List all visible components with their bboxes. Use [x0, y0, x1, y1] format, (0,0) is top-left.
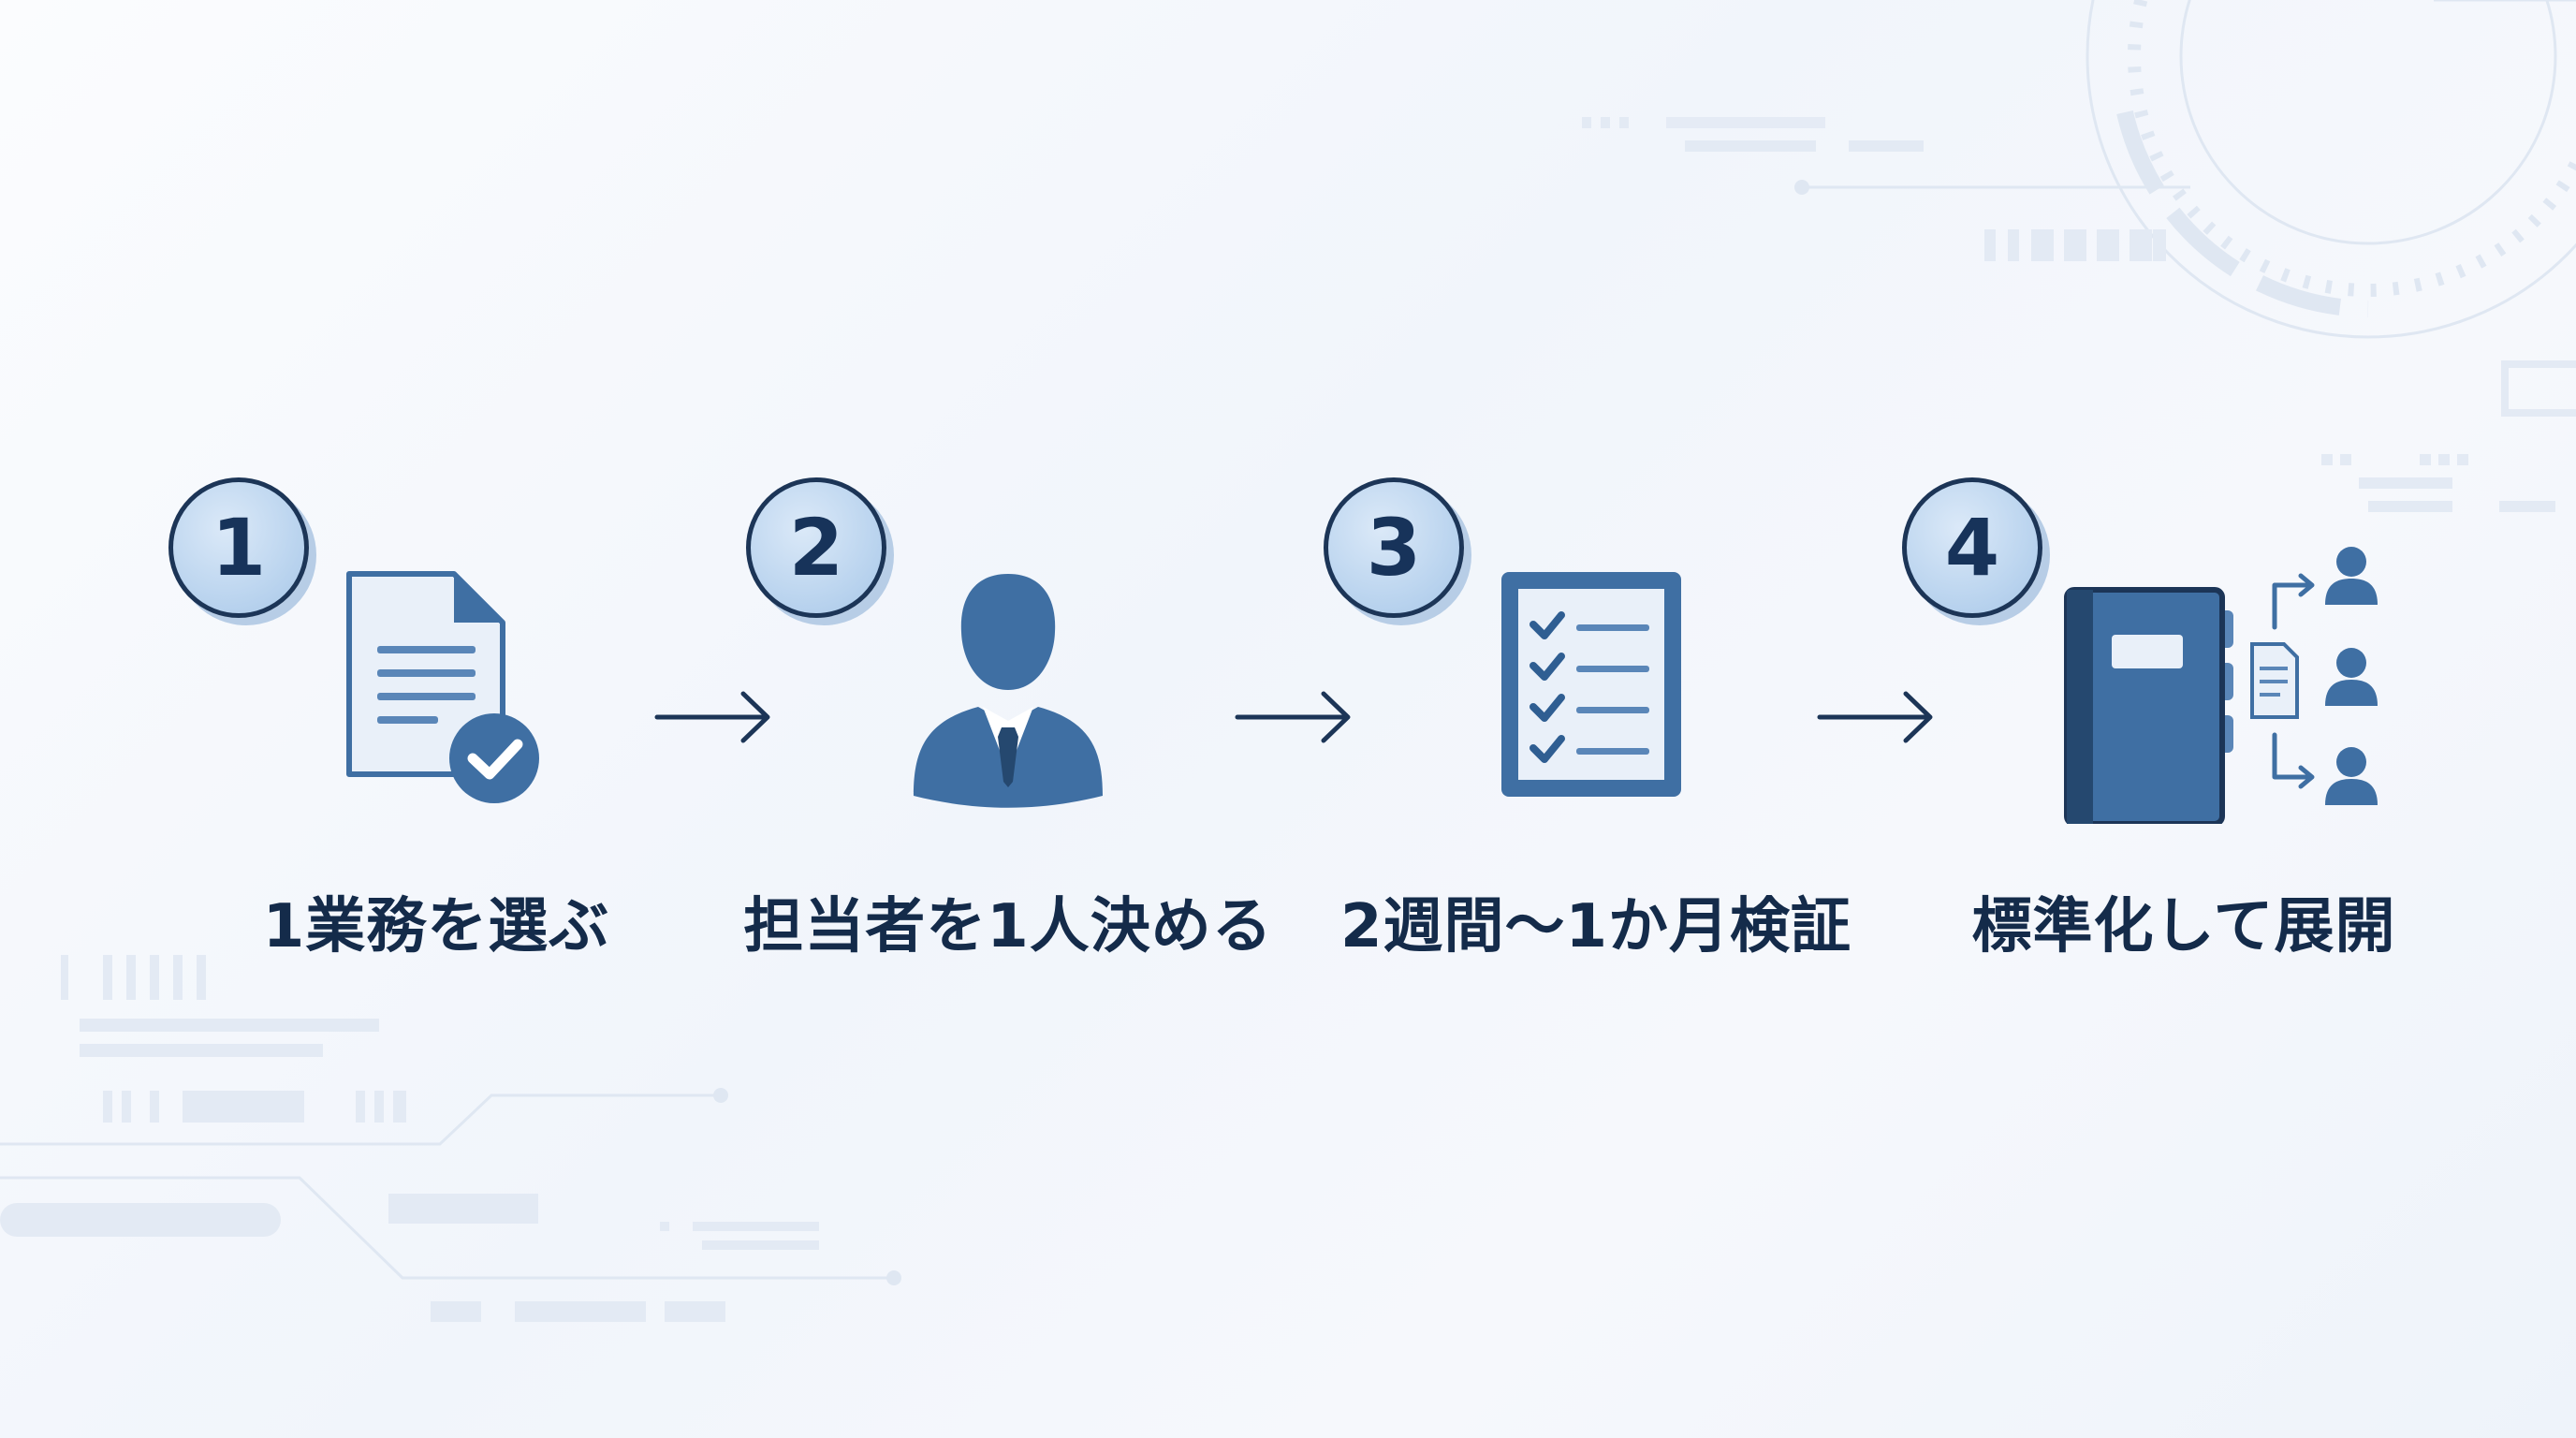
- step-2-label: 担当者を1人決める: [743, 892, 1273, 961]
- step-4-number-badge: 4: [1902, 477, 2042, 618]
- step-1-number-badge: 1: [168, 477, 309, 618]
- arrow-right-icon: [1235, 691, 1351, 743]
- step-4-label: 標準化して展開: [1971, 892, 2396, 961]
- manual-distribution-icon: [2064, 547, 2378, 824]
- step-2-number: 2: [788, 502, 844, 594]
- step-3-label: 2週間〜1か月検証: [1339, 892, 1852, 961]
- business-person-icon: [914, 574, 1103, 808]
- arrow-right-icon: [1817, 691, 1933, 743]
- step-4-number: 4: [1944, 502, 2000, 594]
- step-2-number-badge: 2: [746, 477, 886, 618]
- checklist-icon: [1501, 572, 1681, 797]
- step-1-number: 1: [211, 502, 267, 594]
- step-3-number-badge: 3: [1324, 477, 1464, 618]
- step-1-label: 1業務を選ぶ: [262, 892, 610, 961]
- step-3-number: 3: [1366, 502, 1422, 594]
- document-check-icon: [346, 571, 539, 803]
- arrow-right-icon: [654, 691, 770, 743]
